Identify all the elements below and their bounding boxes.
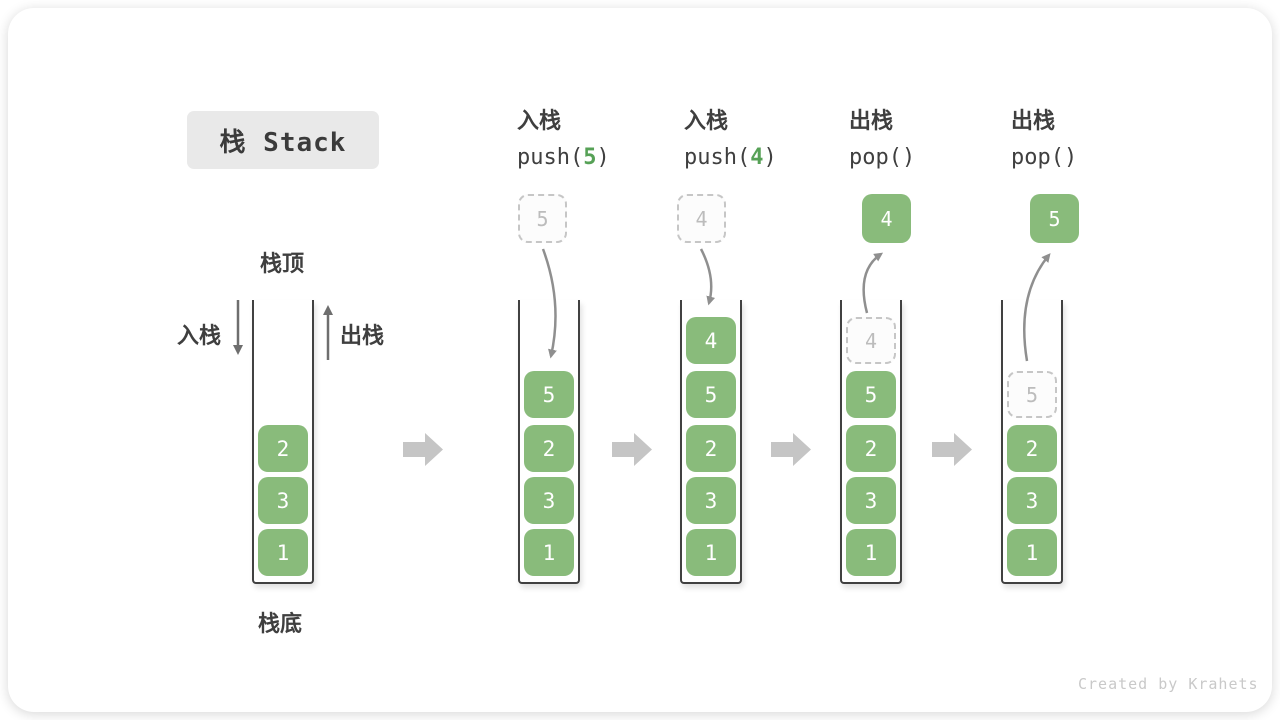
code-arg: 4 [750,145,764,170]
stack-cell: 2 [524,425,574,472]
stack-cell: 1 [1007,529,1057,576]
code-prefix: push( [517,145,584,170]
popped-value-box: 5 [1030,194,1079,243]
stack-container-2: 5 2 3 1 [518,300,580,584]
popped-value-box: 4 [862,194,911,243]
title-box: 栈 Stack [187,111,379,169]
stack-container-3: 4 5 2 3 1 [680,300,742,584]
stack-cell: 5 [524,371,574,418]
code-suffix: ) [763,145,777,170]
stack-cell: 5 [846,371,896,418]
operation-code: pop() [849,143,915,173]
code-arg: 5 [583,145,597,170]
push-side-label: 入栈 [177,323,222,348]
operation-label-pop1: 出栈 pop() [849,106,915,173]
stack-cell: 2 [686,425,736,472]
stack-cell: 5 [1007,371,1057,418]
watermark: Created by Krahets [1078,675,1259,693]
stack-cell: 2 [1007,425,1057,472]
code-prefix: push( [684,145,751,170]
stack-cell: 1 [846,529,896,576]
pop-side-label: 出栈 [340,323,385,348]
incoming-value-box: 4 [677,194,726,243]
operation-label-push5: 入栈 push(5) [517,106,610,173]
operation-zh: 出栈 [849,108,894,133]
stack-cell: 3 [524,477,574,524]
stack-cell: 3 [846,477,896,524]
code-suffix: ) [1063,145,1078,170]
stack-container-1: 2 3 1 [252,300,314,584]
operation-code: push(5) [517,143,610,173]
operation-code: push(4) [684,143,777,173]
stack-cell: 1 [524,529,574,576]
stack-cell: 5 [686,371,736,418]
code-prefix: pop( [849,145,902,170]
code-prefix: pop( [1011,145,1064,170]
stack-cell: 2 [846,425,896,472]
operation-zh: 出栈 [1011,108,1056,133]
code-suffix: ) [901,145,916,170]
code-suffix: ) [596,145,610,170]
stack-bottom-label: 栈底 [258,611,303,636]
stack-container-4: 4 5 2 3 1 [840,300,902,584]
page-title: 栈 Stack [219,127,347,158]
stack-cell: 1 [686,529,736,576]
incoming-value-box: 5 [518,194,567,243]
operation-code: pop() [1011,143,1077,173]
stack-cell: 2 [258,425,308,472]
stack-cell: 3 [686,477,736,524]
stack-cell: 3 [1007,477,1057,524]
stack-container-5: 5 2 3 1 [1001,300,1063,584]
stack-cell: 3 [258,477,308,524]
operation-label-pop2: 出栈 pop() [1011,106,1077,173]
stack-cell: 4 [846,317,896,364]
operation-label-push4: 入栈 push(4) [684,106,777,173]
operation-zh: 入栈 [684,108,729,133]
stack-cell: 1 [258,529,308,576]
stack-cell: 4 [686,317,736,364]
operation-zh: 入栈 [517,108,562,133]
stack-top-label: 栈顶 [260,251,305,276]
